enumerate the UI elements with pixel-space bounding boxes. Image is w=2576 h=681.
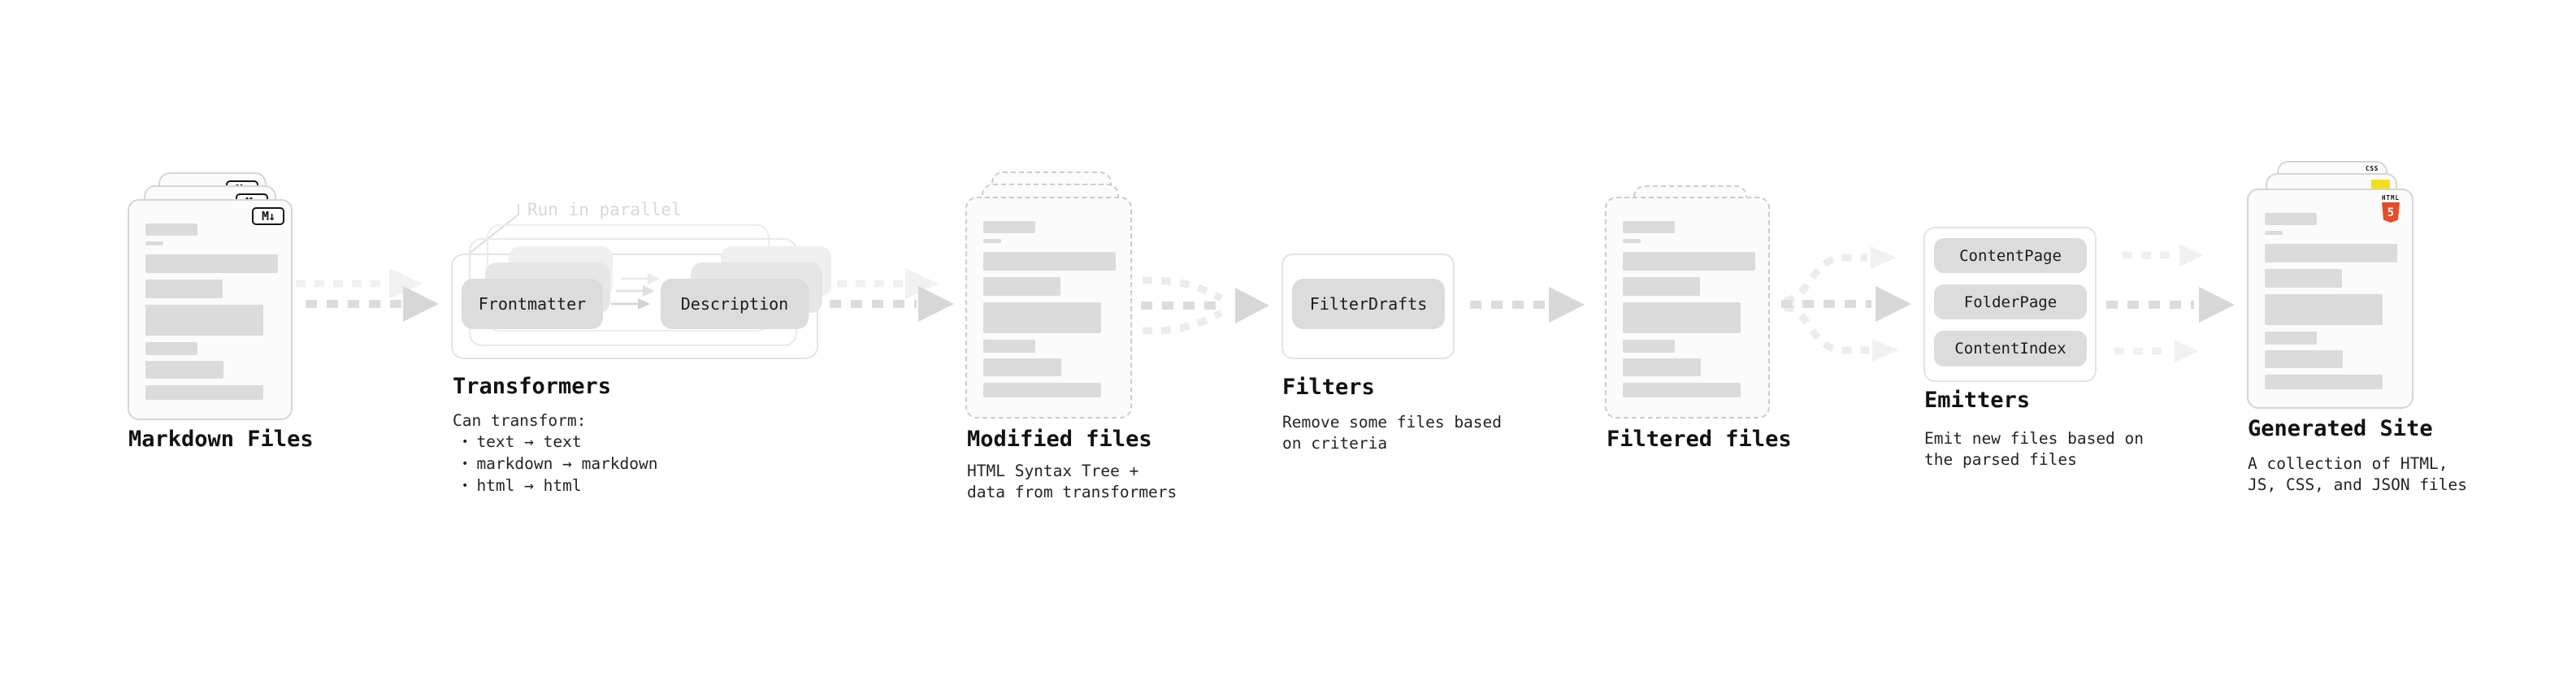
filters-container [1281, 254, 1455, 359]
stage-title: Transformers [453, 374, 612, 399]
stage-title: Modified files [967, 427, 1152, 452]
content-bar [983, 277, 1060, 296]
html5-icon-number: 5 [2387, 206, 2395, 219]
bullet-icon: • [462, 479, 469, 492]
list-item-text: markdown → markdown [476, 454, 658, 473]
content-bar [145, 385, 263, 400]
stage-title: Filtered files [1607, 427, 1792, 452]
emitter-box-folderpage: FolderPage [1934, 284, 2087, 319]
document-card: HTML 5 [2247, 189, 2413, 409]
content-bar [2265, 332, 2317, 345]
document-card: M↓ [128, 199, 293, 420]
markdown-icon: M↓ [252, 207, 284, 225]
emitters-container [1923, 227, 2097, 382]
stage-description: Remove some files based on criteria [1282, 413, 1503, 453]
content-bar [1623, 358, 1701, 376]
content-bar [1623, 221, 1675, 233]
document-card [1605, 197, 1770, 419]
document-content-lines [2265, 213, 2397, 389]
document-content-lines [1623, 221, 1755, 397]
transform-capabilities-list: • text → text • markdown → markdown • html … [455, 432, 658, 498]
list-item-text: text → text [476, 432, 582, 451]
content-bar [2265, 269, 2342, 288]
content-bar [145, 241, 163, 245]
list-item: • markdown → markdown [455, 454, 658, 476]
emitter-box-contentindex: ContentIndex [1934, 331, 2087, 367]
content-bar [983, 221, 1035, 233]
content-bar [145, 361, 223, 379]
content-bar [1623, 302, 1741, 333]
bullet-icon: • [462, 458, 469, 471]
content-bar [983, 358, 1061, 376]
arrow-filters-to-filtered [1470, 287, 1585, 323]
content-bar [1623, 252, 1755, 271]
stage-description: Can transform: [453, 411, 587, 430]
content-bar [2265, 231, 2283, 235]
arrow-transformers-to-modified [818, 268, 954, 322]
content-bar [145, 254, 278, 273]
content-bar [2265, 350, 2343, 368]
stage-title: Generated Site [2248, 416, 2433, 441]
content-bar [2265, 375, 2383, 389]
bullet-icon: • [462, 436, 469, 449]
emitter-box-contentpage: ContentPage [1934, 238, 2087, 273]
stage-description: A collection of HTML, JS, CSS, and JSON … [2248, 454, 2468, 494]
content-bar [145, 305, 263, 336]
arrow-modified-to-filters [1141, 276, 1269, 335]
content-bar [1623, 239, 1641, 243]
document-content-lines [145, 223, 278, 400]
arrow-filtered-to-emitters [1781, 246, 1911, 362]
content-bar [2265, 244, 2397, 262]
list-item-text: html → html [476, 476, 582, 495]
filter-box-filterdrafts: FilterDrafts [1292, 279, 1445, 329]
list-item: • text → text [455, 432, 658, 454]
content-bar [983, 239, 1001, 243]
content-bar [145, 280, 223, 298]
document-content-lines [983, 221, 1116, 397]
content-bar [2265, 213, 2317, 225]
stage-description: HTML Syntax Tree + data from transformer… [967, 462, 1177, 501]
content-bar [983, 252, 1116, 271]
transformer-box-frontmatter: Frontmatter [462, 279, 603, 329]
content-bar [145, 342, 197, 355]
content-bar [983, 340, 1035, 353]
js-icon [2371, 180, 2390, 189]
html5-icon-shield: 5 [2382, 202, 2400, 223]
html5-icon-label: HTML [2381, 194, 2400, 202]
content-bar [2265, 294, 2383, 325]
run-in-parallel-note: Run in parallel [527, 200, 682, 219]
document-card [965, 197, 1132, 419]
transformer-box-description: Description [661, 279, 809, 329]
html5-icon: HTML 5 [2381, 194, 2400, 223]
stage-title: Markdown Files [128, 427, 314, 452]
content-bar [983, 302, 1101, 333]
list-item: • html → html [455, 476, 658, 498]
arrow-emitters-to-generated [2106, 244, 2235, 362]
content-bar [983, 383, 1101, 397]
content-bar [1623, 277, 1700, 296]
content-bar [1623, 340, 1675, 353]
css-icon-label: CSS [2366, 165, 2379, 172]
stage-title: Emitters [1924, 388, 2031, 413]
arrow-markdown-to-transformers [296, 268, 439, 322]
content-bar [1623, 383, 1741, 397]
stage-description: Emit new files based on the parsed files [1924, 429, 2144, 469]
stage-title: Filters [1282, 375, 1375, 400]
content-bar [145, 223, 197, 236]
